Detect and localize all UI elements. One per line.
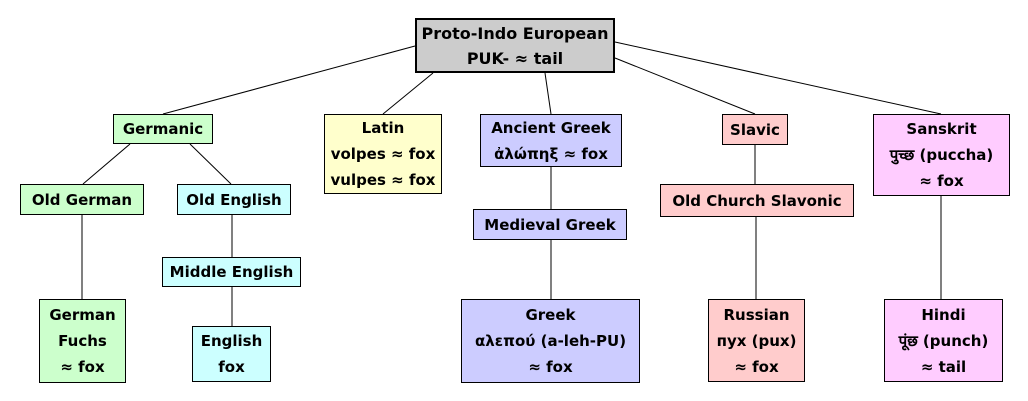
node-line: पूंछ (punch) <box>898 331 989 350</box>
node-line: ≈ fox <box>734 357 779 376</box>
node-line: ≈ fox <box>60 358 105 376</box>
node-greek-alepou: Greek αλεπού (a-leh-PU) ≈ fox <box>461 299 640 383</box>
node-medieval-greek: Medieval Greek <box>473 209 627 240</box>
edge-pie-slavic <box>614 57 756 115</box>
node-line: Medieval Greek <box>484 215 616 234</box>
node-ancient-greek: Ancient Greek ἀλώπηξ ≈ fox <box>480 114 622 167</box>
node-line: ἀλώπηξ ≈ fox <box>494 144 608 163</box>
node-slavic: Slavic <box>722 114 788 145</box>
node-line: Proto-Indo European <box>421 23 609 43</box>
node-line: Slavic <box>730 120 780 139</box>
node-line: Old Church Slavonic <box>672 191 842 210</box>
node-line: Hindi <box>921 305 966 324</box>
node-germanic: Germanic <box>113 114 213 144</box>
node-line: Old English <box>186 190 282 209</box>
node-old-english: Old English <box>177 184 291 215</box>
node-middle-english: Middle English <box>162 257 301 287</box>
node-line: ≈ fox <box>528 358 573 376</box>
node-old-church-slavonic: Old Church Slavonic <box>660 184 854 217</box>
node-line: PUK- ≈ tail <box>466 48 564 68</box>
node-line: Ancient Greek <box>491 118 611 137</box>
node-line: αλεπού (a-leh-PU) <box>474 332 627 350</box>
node-line: German <box>49 306 116 324</box>
node-line: Germanic <box>122 120 204 138</box>
node-line: vulpes ≈ fox <box>330 171 436 189</box>
node-line: Greek <box>525 306 576 324</box>
node-russian-pux: Russian пух (pux) ≈ fox <box>708 299 805 382</box>
node-german-fuchs: German Fuchs ≈ fox <box>39 299 126 383</box>
node-line: Middle English <box>169 263 294 281</box>
edge-germanic-old-english <box>189 143 232 185</box>
node-sanskrit-puccha: Sanskrit पुच्छ (puccha) ≈ fox <box>873 114 1010 196</box>
node-old-german: Old German <box>20 184 144 215</box>
node-line: ≈ fox <box>919 172 964 190</box>
node-latin: Latin volpes ≈ fox vulpes ≈ fox <box>324 114 442 194</box>
node-line: Fuchs <box>58 332 107 350</box>
node-proto-indo-european: Proto-Indo European PUK- ≈ tail <box>415 18 615 73</box>
node-line: Latin <box>361 119 405 137</box>
node-hindi-punch: Hindi पूंछ (punch) ≈ tail <box>884 299 1003 382</box>
node-english-fox: English fox <box>192 326 271 382</box>
edge-germanic-old-german <box>82 143 131 185</box>
edge-pie-ancient-greek <box>544 72 552 115</box>
node-line: пух (pux) <box>716 331 797 350</box>
node-line: Old German <box>31 190 133 209</box>
node-line: fox <box>218 358 245 376</box>
node-line: volpes ≈ fox <box>330 145 436 163</box>
edge-pie-latin <box>382 72 434 115</box>
node-line: English <box>200 332 263 350</box>
edge-pie-germanic <box>162 45 416 115</box>
edge-pie-sanskrit <box>614 41 942 115</box>
node-line: Sanskrit <box>906 120 977 138</box>
node-line: ≈ tail <box>920 357 967 376</box>
node-line: पुच्छ (puccha) <box>889 146 994 164</box>
node-line: Russian <box>723 305 790 324</box>
